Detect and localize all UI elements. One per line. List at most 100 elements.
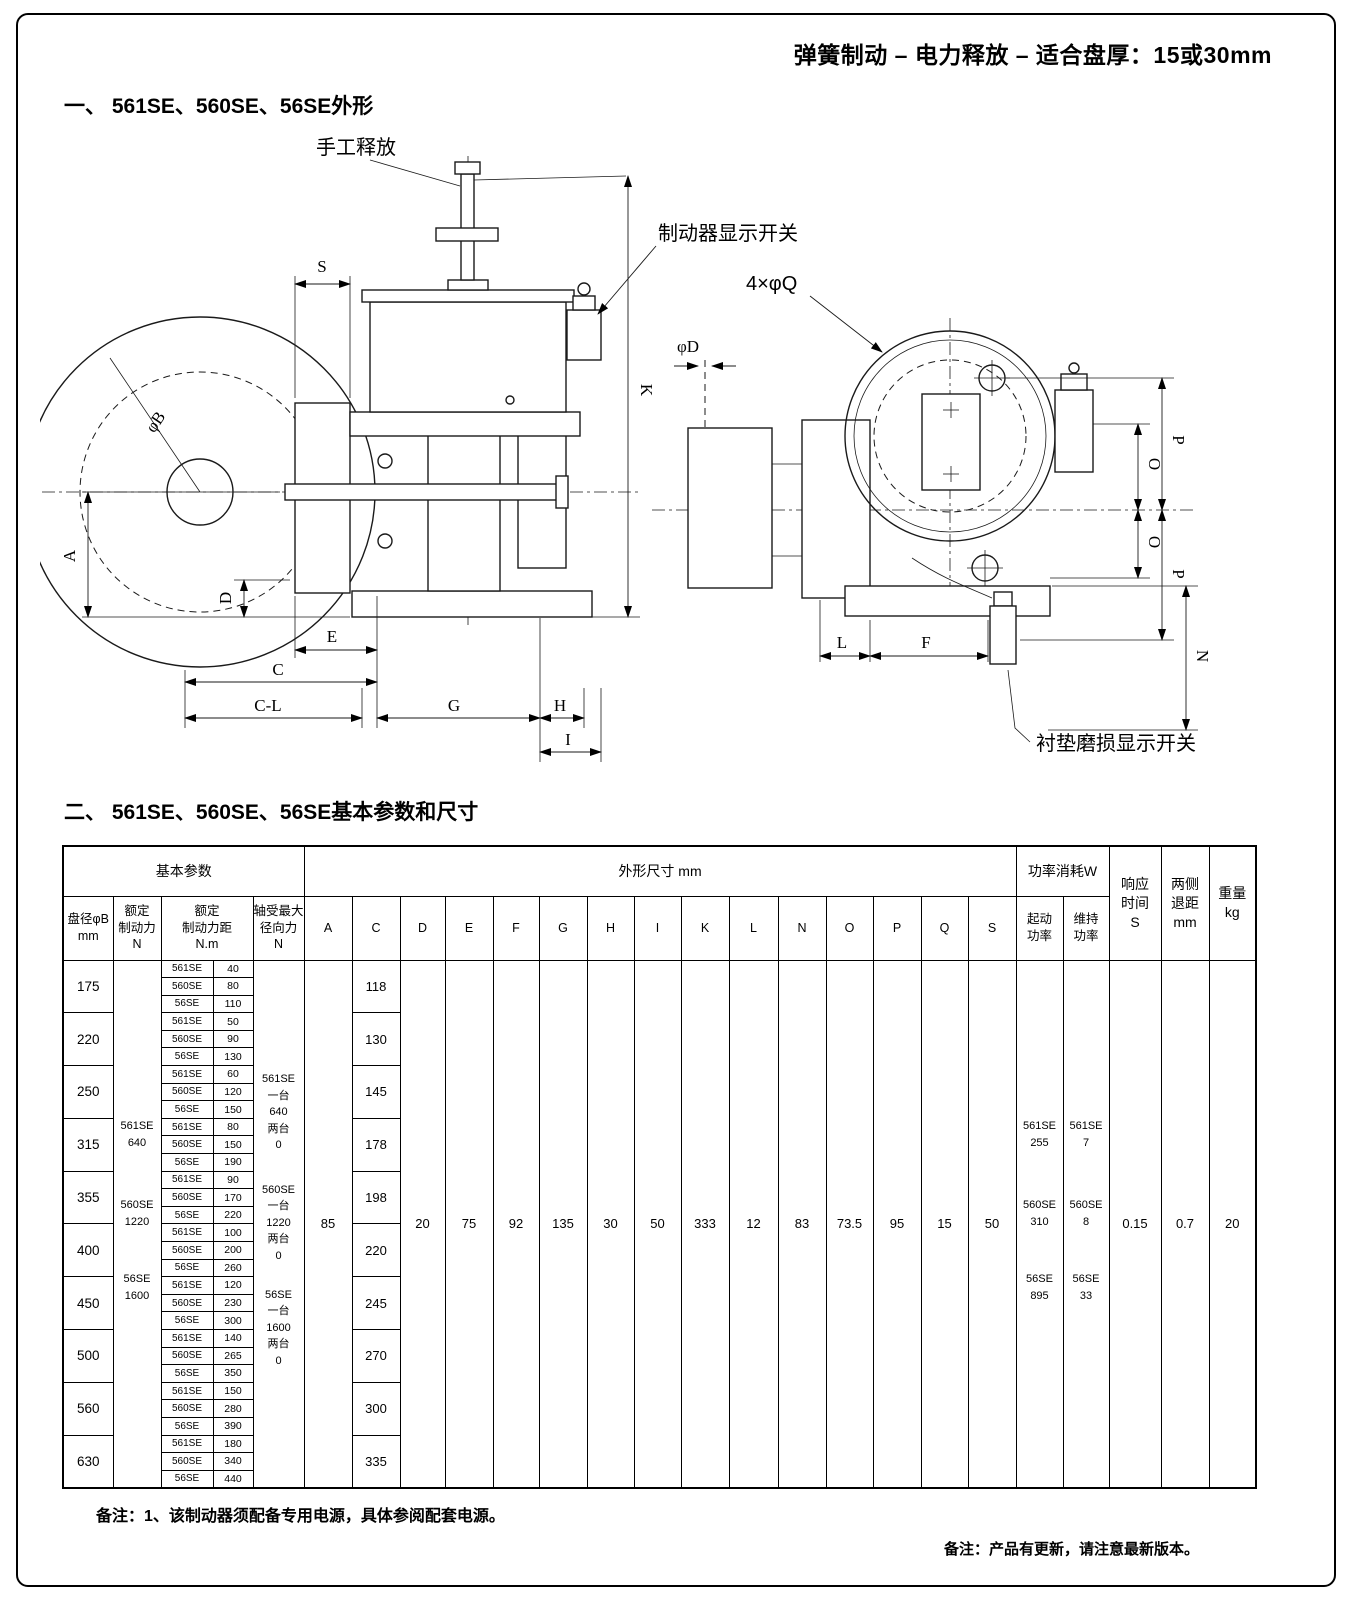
torque-value-cell: 390 [212,1416,254,1436]
disc-diameter-cell: 630 [62,1434,114,1489]
model-cell: 560SE [160,977,214,996]
brake-housing [844,330,1056,542]
group-clearance: 两侧 退距 mm [1160,845,1210,961]
header-dim-H: H [586,895,635,961]
brake-indicator-switch-part [566,282,602,361]
torque-value-cell: 340 [212,1452,254,1471]
torque-value-cell: 120 [212,1082,254,1102]
torque-value-cell: 280 [212,1399,254,1418]
header-disc-diameter: 盘径φB mm [62,895,114,961]
dim-label-p-lower: P [1169,569,1188,578]
dim-C-cell: 130 [351,1012,401,1067]
model-cell: 56SE [160,1469,214,1489]
torque-value-cell: 200 [212,1241,254,1260]
model-cell: 561SE [160,959,214,979]
dim-C-cell: 335 [351,1434,401,1489]
bolt-hole-top [974,360,1010,396]
dim-C-cell: 118 [351,959,401,1014]
model-cell: 561SE [160,1223,214,1242]
torque-value-cell: 220 [212,1205,254,1225]
header-dim-S: S [967,895,1017,961]
torque-value-cell: 150 [212,1381,254,1401]
dim-label-a: A [60,549,79,562]
model-cell: 560SE [160,1293,214,1313]
model-cell: 56SE [160,1205,214,1225]
header-dim-A: A [303,895,353,961]
dim-A-cell: 85 [303,959,353,1489]
torque-value-cell: 440 [212,1469,254,1489]
dim-O-cell: 73.5 [825,959,874,1489]
bolt-holes-callout: 4×φQ [746,273,797,295]
torque-value-cell: 230 [212,1293,254,1313]
side-bracket [1054,362,1094,473]
model-cell: 56SE [160,1311,214,1330]
torque-value-cell: 180 [212,1434,254,1454]
dim-C-cell: 245 [351,1276,401,1330]
dim-label-f: F [921,633,930,652]
dim-I-cell: 50 [633,959,682,1489]
dim-E-cell: 75 [444,959,494,1489]
header-radial-force: 轴受最大 径向力 N [252,895,305,961]
clearance-cell: 0.7 [1160,959,1210,1489]
torque-value-cell: 190 [212,1153,254,1172]
dim-label-c: C [272,660,283,679]
model-cell: 560SE [160,1188,214,1207]
dim-K-cell: 333 [680,959,730,1489]
torque-value-cell: 150 [212,1135,254,1155]
dim-label-h: H [554,696,566,715]
torque-value-cell: 140 [212,1328,254,1348]
torque-value-cell: 90 [212,1029,254,1049]
pad-wear-switch-part [911,557,1017,665]
header-dim-K: K [680,895,730,961]
model-cell: 561SE [160,1012,214,1031]
header-dim-D: D [399,895,446,961]
dim-C-cell: 270 [351,1328,401,1383]
torque-value-cell: 50 [212,1012,254,1031]
torque-value-cell: 80 [212,977,254,996]
section-outline-title: 一、 561SE、560SE、56SE外形 [64,95,374,118]
group-outline-dims: 外形尺寸 mm [303,845,1017,897]
torque-value-cell: 110 [212,994,254,1014]
torque-value-cell: 120 [212,1276,254,1295]
disc-diameter-cell: 400 [62,1223,114,1278]
dim-label-e: E [327,627,337,646]
model-cell: 561SE [160,1276,214,1295]
header-dim-C: C [351,895,401,961]
dim-P-cell: 95 [872,959,922,1489]
torque-value-cell: 150 [212,1100,254,1119]
header-rated-torque: 额定 制动力距 N.m [160,895,254,961]
dim-N-cell: 83 [777,959,827,1489]
model-cell: 561SE [160,1434,214,1454]
disc-diameter-cell: 500 [62,1328,114,1383]
disc-diameter-label: φB [142,408,170,436]
torque-value-cell: 90 [212,1170,254,1190]
page-title: 弹簧制动 – 电力释放 – 适合盘厚：15或30mm [793,42,1272,68]
header-rated-force: 额定 制动力 N [112,895,162,961]
disc-diameter-cell: 175 [62,959,114,1014]
dim-label-o-lower: O [1145,536,1164,548]
dim-label-d: D [216,592,235,604]
dim-label-s: S [317,257,326,276]
dim-Q-cell: 15 [920,959,969,1489]
disc-diameter-cell: 250 [62,1065,114,1119]
model-cell: 560SE [160,1346,214,1366]
dim-C-cell: 178 [351,1117,401,1172]
shaft-diameter-label: φD [677,337,699,356]
side-view-drawing: φD 4×φQ P O O P N L F 衬垫磨损显示开关 [652,273,1212,755]
disc-diameter-cell: 450 [62,1276,114,1330]
model-cell: 561SE [160,1117,214,1137]
dim-C-cell: 145 [351,1065,401,1119]
shaft-block [687,419,871,599]
model-cell: 56SE [160,1364,214,1383]
